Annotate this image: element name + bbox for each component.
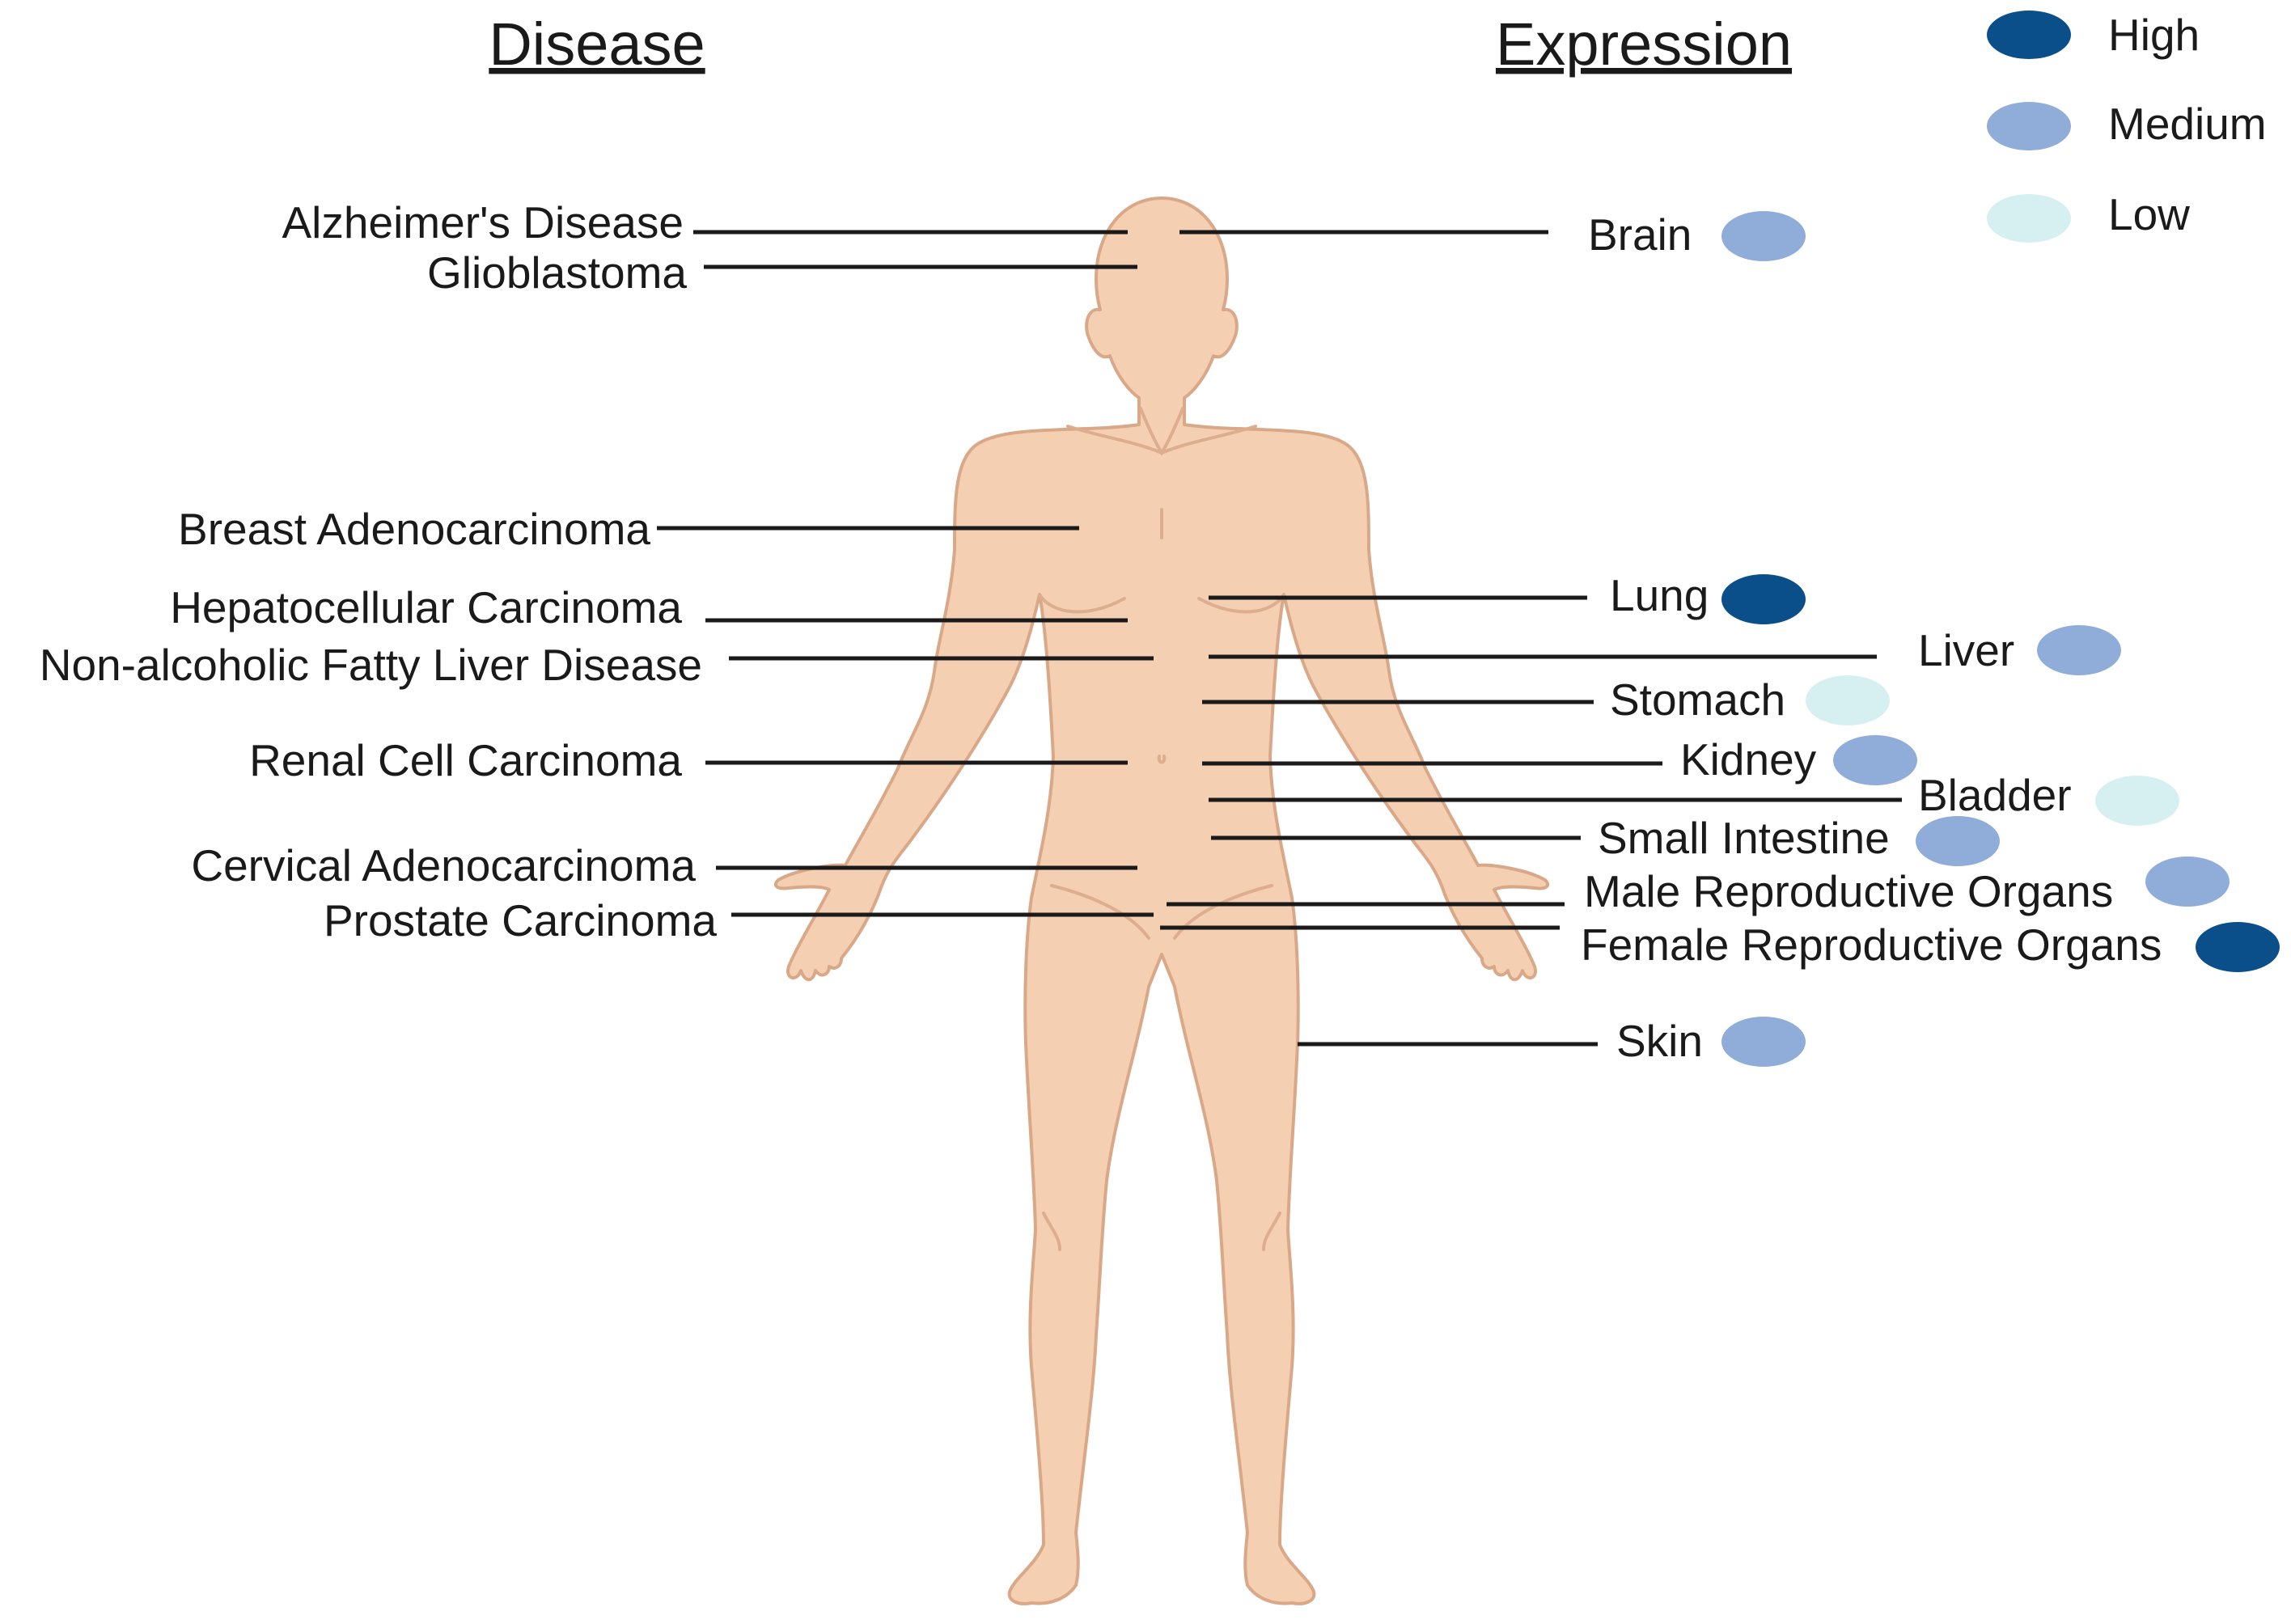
organ-brain-marker <box>1721 211 1806 261</box>
disease-renal: Renal Cell Carcinoma <box>249 735 682 785</box>
organ-lung-marker <box>1721 574 1806 624</box>
human-body-icon <box>773 197 1550 1605</box>
organ-list: Brain Lung Liver Stomach Kidney Bladder … <box>1160 209 2280 1067</box>
legend-medium-label: Medium <box>2108 99 2267 149</box>
legend-medium-marker <box>1987 102 2071 150</box>
disease-alzheimers: Alzheimer's Disease <box>282 197 684 247</box>
organ-bladder-marker <box>2095 776 2179 826</box>
organ-female-reproductive-label: Female Reproductive Organs <box>1581 920 2162 970</box>
disease-cervical: Cervical Adenocarcinoma <box>191 840 696 890</box>
disease-hepatocellular: Hepatocellular Carcinoma <box>170 582 682 632</box>
organ-bladder-label: Bladder <box>1918 770 2072 820</box>
disease-prostate: Prostate Carcinoma <box>324 895 717 945</box>
organ-skin-label: Skin <box>1616 1016 1703 1066</box>
organ-kidney-marker <box>1833 735 1917 785</box>
organ-liver-marker <box>2037 625 2121 675</box>
organ-brain-label: Brain <box>1588 209 1692 260</box>
organ-skin-marker <box>1721 1017 1806 1067</box>
organ-stomach-marker <box>1806 675 1890 725</box>
legend-low-label: Low <box>2108 189 2190 239</box>
disease-header: Disease <box>489 11 705 78</box>
organ-small-intestine-label: Small Intestine <box>1598 813 1890 863</box>
disease-breast: Breast Adenocarcinoma <box>178 504 650 554</box>
legend-high-label: High <box>2108 10 2200 60</box>
expression-header: Expression <box>1496 11 1792 78</box>
legend-low-marker <box>1987 194 2071 243</box>
legend: High Medium Low <box>1987 10 2267 243</box>
disease-glioblastoma: Glioblastoma <box>427 247 687 298</box>
organ-liver-label: Liver <box>1918 625 2014 675</box>
organ-stomach-label: Stomach <box>1610 675 1785 725</box>
organ-small-intestine-marker <box>1916 816 2000 866</box>
organ-lung-label: Lung <box>1610 570 1709 620</box>
organ-kidney-label: Kidney <box>1680 734 1817 785</box>
organ-female-reproductive-marker <box>2196 922 2280 972</box>
disease-nafld: Non-alcoholic Fatty Liver Disease <box>40 640 702 690</box>
organ-male-reproductive-label: Male Reproductive Organs <box>1584 866 2113 916</box>
organ-male-reproductive-marker <box>2145 856 2230 907</box>
disease-list: Alzheimer's Disease Glioblastoma Breast … <box>40 197 1154 945</box>
legend-high-marker <box>1987 11 2071 59</box>
